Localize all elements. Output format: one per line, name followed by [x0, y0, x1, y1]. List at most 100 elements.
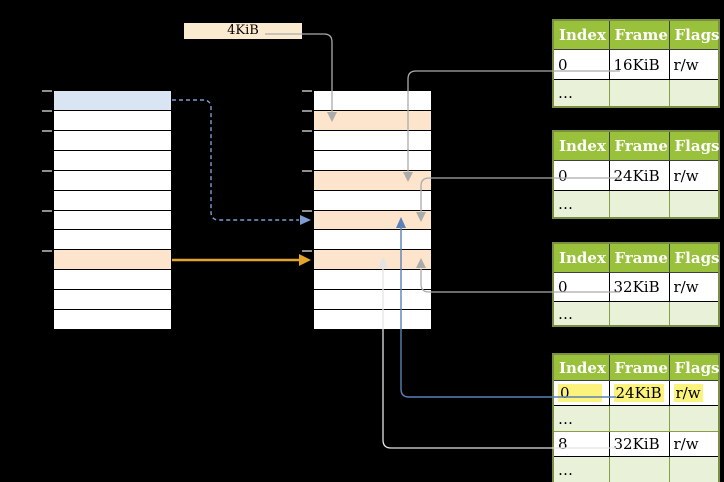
- table-cell: 16KiB: [608, 49, 670, 80]
- memory-row: [54, 190, 171, 211]
- column-header: Frame: [608, 242, 670, 273]
- table-cell: [608, 456, 670, 482]
- address-tick: [302, 130, 312, 132]
- address-tick: [42, 110, 52, 112]
- memory-row: [314, 250, 431, 271]
- memory-row: [314, 230, 431, 251]
- column-header: Index: [552, 130, 610, 161]
- memory-row: [54, 230, 171, 251]
- memory-row: [314, 150, 431, 171]
- memory-row: [54, 290, 171, 311]
- table-cell: r/w: [668, 160, 720, 191]
- memory-row: [54, 170, 171, 191]
- memory-row: [54, 130, 171, 151]
- column-header: Index: [552, 242, 610, 273]
- table-cell: 32KiB: [608, 272, 670, 302]
- column-header: Frame: [608, 353, 670, 381]
- column-header: Frame: [608, 19, 670, 50]
- address-tick: [302, 90, 312, 92]
- address-tick: [42, 90, 52, 92]
- column-header: Flags: [668, 19, 720, 50]
- address-tick: [42, 130, 52, 132]
- table-cell: 0: [552, 380, 610, 406]
- memory-row: [54, 91, 171, 111]
- table-cell: [668, 405, 720, 432]
- table-cell: r/w: [668, 431, 720, 457]
- table-cell: [608, 301, 670, 327]
- table-cell: …: [552, 456, 610, 482]
- table-cell: [668, 456, 720, 482]
- table-cell: 0: [552, 272, 610, 302]
- address-tick: [302, 170, 312, 172]
- table-row: …: [552, 405, 720, 432]
- column-header: Flags: [668, 242, 720, 273]
- highlighted-value: 0: [558, 384, 602, 402]
- table-row: 0 24KiB r/w: [552, 380, 720, 406]
- table-cell: [608, 79, 670, 108]
- table-cell: 24KiB: [608, 380, 670, 406]
- memory-row: [54, 250, 171, 271]
- table-row: …: [552, 456, 720, 482]
- table-cell: …: [552, 405, 610, 432]
- address-tick: [302, 250, 312, 252]
- arrowhead-right-icon: [299, 254, 311, 266]
- table-cell: 8: [552, 431, 610, 457]
- table-cell: …: [552, 190, 610, 219]
- table-cell: r/w: [668, 49, 720, 80]
- table-cell: r/w: [668, 272, 720, 302]
- memory-row: [314, 290, 431, 311]
- table-cell: [668, 190, 720, 219]
- table-cell: [608, 190, 670, 219]
- arrowhead-right-icon: [300, 215, 311, 225]
- table-cell: 32KiB: [608, 431, 670, 457]
- memory-row: [314, 310, 431, 330]
- memory-row: [314, 270, 431, 291]
- memory-row: [54, 270, 171, 291]
- column-header: Flags: [668, 353, 720, 381]
- table-row: …: [552, 301, 720, 327]
- column-header: Index: [552, 353, 610, 381]
- highlighted-value: 24KiB: [613, 384, 664, 402]
- highlighted-value: r/w: [673, 384, 703, 402]
- virtual-memory-table: [53, 90, 172, 330]
- table-cell: r/w: [668, 380, 720, 406]
- table-cell: [608, 405, 670, 432]
- table-cell: [668, 301, 720, 327]
- address-tick: [302, 110, 312, 112]
- memory-row: [314, 170, 431, 191]
- table-cell: 24KiB: [608, 160, 670, 191]
- table-cell: 0: [552, 49, 610, 80]
- table-cell: …: [552, 79, 610, 108]
- memory-row: [54, 150, 171, 171]
- memory-row: [314, 210, 431, 231]
- arrow-left-row0-to-mid-row6: [172, 99, 299, 221]
- column-header: Flags: [668, 130, 720, 161]
- memory-row: [314, 91, 431, 111]
- table-cell: [668, 79, 720, 108]
- column-header: Index: [552, 19, 610, 50]
- address-tick: [42, 250, 52, 252]
- address-tick: [42, 210, 52, 212]
- memory-row: [314, 190, 431, 211]
- page-size-label: 4KiB: [183, 22, 303, 40]
- table-row: …: [552, 79, 720, 108]
- physical-memory-table: [313, 90, 432, 330]
- table-cell: 0: [552, 160, 610, 191]
- memory-row: [314, 130, 431, 151]
- memory-row: [54, 310, 171, 330]
- memory-row: [314, 110, 431, 131]
- table-row: …: [552, 190, 720, 219]
